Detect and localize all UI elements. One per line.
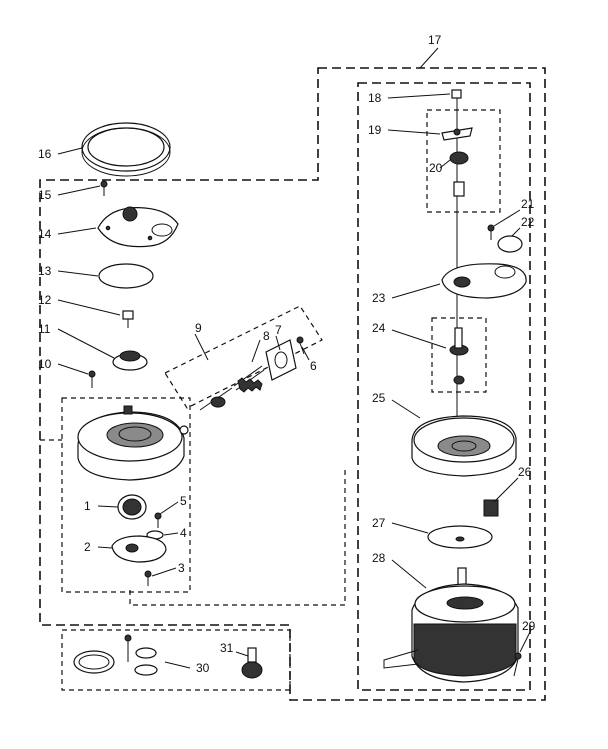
callout-20: 20 (429, 161, 443, 175)
part-19-coupler (441, 127, 473, 141)
part-23-plate (441, 263, 527, 299)
part-14-cover (97, 206, 179, 248)
motor-group-boundary (357, 82, 531, 691)
callout-11: 11 (38, 322, 51, 336)
callout-27: 27 (372, 516, 386, 530)
callout-12: 12 (38, 293, 52, 307)
part-24-shaft (449, 327, 469, 385)
callout-28: 28 (372, 551, 386, 565)
callout-29: 29 (522, 619, 536, 633)
part-7-gasket (265, 339, 297, 381)
coupling-group-boundary (426, 109, 501, 213)
part-8-spring (199, 365, 265, 411)
callout-24: 24 (372, 321, 386, 335)
part-2-base (111, 535, 167, 563)
callout-15: 15 (38, 188, 52, 202)
part-5-screw (154, 512, 162, 528)
part-22-ring (497, 235, 523, 253)
callout-7: 7 (275, 323, 282, 337)
part-3-screw (144, 570, 152, 586)
part-31-fitting (241, 647, 263, 679)
callout-9: 9 (195, 321, 202, 335)
callout-5: 5 (180, 494, 187, 508)
part-16-ring (81, 122, 171, 177)
callout-30: 30 (196, 661, 210, 675)
pump-housing (77, 405, 185, 481)
callout-13: 13 (38, 264, 52, 278)
part-6-screw (296, 336, 305, 355)
part-15-screw (100, 180, 108, 196)
part-11-impeller (112, 350, 148, 371)
connector-line (129, 468, 346, 606)
callout-10: 10 (38, 357, 52, 371)
leader-lines (57, 47, 532, 669)
part-27-washer (427, 525, 493, 549)
callout-21: 21 (521, 197, 535, 211)
callout-22: 22 (521, 215, 535, 229)
callout-8: 8 (263, 329, 270, 343)
part-29-screw (513, 652, 522, 677)
valve-ball (179, 425, 189, 435)
part-28-motor (383, 567, 519, 683)
part-20-spring (449, 151, 469, 197)
part-25-housing (411, 415, 517, 477)
callout-3: 3 (178, 561, 185, 575)
part-13-gasket (98, 263, 154, 289)
callout-25: 25 (372, 391, 386, 405)
part-26-clip (483, 499, 499, 517)
callout-17: 17 (428, 33, 442, 47)
part-1-gear (117, 494, 147, 520)
callout-19: 19 (368, 123, 382, 137)
housing-group-boundary (61, 397, 191, 593)
pump-assembly-boundary (39, 67, 546, 701)
part-12-nut (122, 310, 134, 328)
callout-6: 6 (310, 359, 317, 373)
part-10-screw (88, 370, 96, 388)
callout-14: 14 (38, 227, 52, 241)
callout-23: 23 (372, 291, 386, 305)
valve-kit-boundary (164, 305, 323, 409)
callout-16: 16 (38, 147, 52, 161)
callout-31: 31 (220, 641, 234, 655)
callout-26: 26 (518, 465, 532, 479)
shaft-group-boundary (431, 317, 487, 393)
callout-18: 18 (368, 91, 382, 105)
part-21-screw (487, 224, 495, 240)
small-parts-kit-boundary (61, 629, 291, 691)
callout-4: 4 (180, 526, 187, 540)
callout-2: 2 (84, 540, 91, 554)
callout-1: 1 (84, 499, 91, 513)
part-18-nut (451, 89, 462, 99)
part-30-kit (73, 634, 158, 676)
